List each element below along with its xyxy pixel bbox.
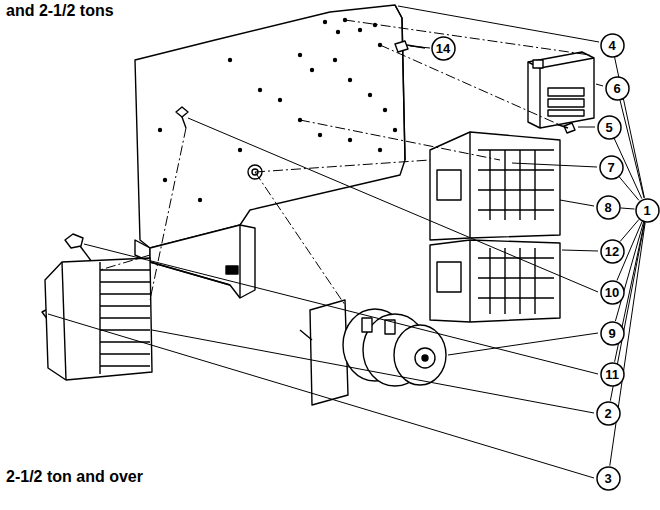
callout-number: 12: [605, 245, 619, 258]
callout-circle-outline: [606, 77, 629, 100]
callout-circle-outline: [600, 156, 623, 179]
callout-circle: 6: [605, 76, 630, 101]
heatsink: [45, 258, 152, 380]
callout-circle: 7: [599, 155, 624, 180]
callout-circle-outline: [636, 199, 659, 222]
callout-circle: 4: [600, 33, 625, 58]
callout-circle: 14: [431, 36, 456, 61]
alignment-line: [100, 20, 590, 305]
callout-circle-outline: [597, 402, 620, 425]
callout-circle-outline: [597, 196, 620, 219]
callout-circle-outline: [598, 116, 621, 139]
callout-circle: 1: [635, 198, 660, 223]
callout-number: 14: [436, 42, 450, 55]
bracket-line: [615, 222, 643, 321]
callout-circle-outline: [597, 467, 620, 490]
callout-number: 8: [604, 201, 611, 214]
callout-number: 5: [605, 121, 612, 134]
callout-circle: 2: [596, 401, 621, 426]
callout-number: 9: [608, 327, 615, 340]
callout-number: 3: [604, 472, 611, 485]
callout-number: 1: [643, 204, 650, 217]
leader-line: [48, 6, 603, 478]
note-text: 2-1/2 ton and over: [4, 468, 145, 486]
callout-circle: 3: [596, 466, 621, 491]
callout-circle-outline: [432, 37, 455, 60]
callout-number: 11: [605, 368, 619, 381]
bracket-line: [620, 100, 644, 198]
bracket-line: [620, 220, 639, 242]
callout-circle: 10: [600, 280, 625, 305]
callout-number: 6: [613, 82, 620, 95]
callout-number: 2: [604, 407, 611, 420]
rotary-switch: [300, 300, 446, 405]
note-text: and 2-1/2 tons: [4, 2, 116, 20]
mounting-plate: [135, 5, 405, 298]
callout-number: 7: [607, 161, 614, 174]
callout-circle-outline: [601, 363, 624, 386]
callout-circle: 12: [600, 239, 625, 264]
callout-number: 4: [608, 39, 615, 52]
callout-circle: 8: [596, 195, 621, 220]
callout-number: 10: [605, 286, 619, 299]
relay: [528, 52, 594, 128]
callout-circle: 5: [597, 115, 622, 140]
callout-circle: 11: [600, 362, 625, 387]
callout-circle-outline: [601, 240, 624, 263]
bracket-line: [619, 177, 639, 201]
callout-circle-outline: [601, 322, 624, 345]
contactor: [430, 132, 560, 322]
callout-circle-outline: [601, 34, 624, 57]
callout-circle: 9: [600, 321, 625, 346]
bracket-line: [620, 208, 634, 209]
callout-circle-outline: [601, 281, 624, 304]
